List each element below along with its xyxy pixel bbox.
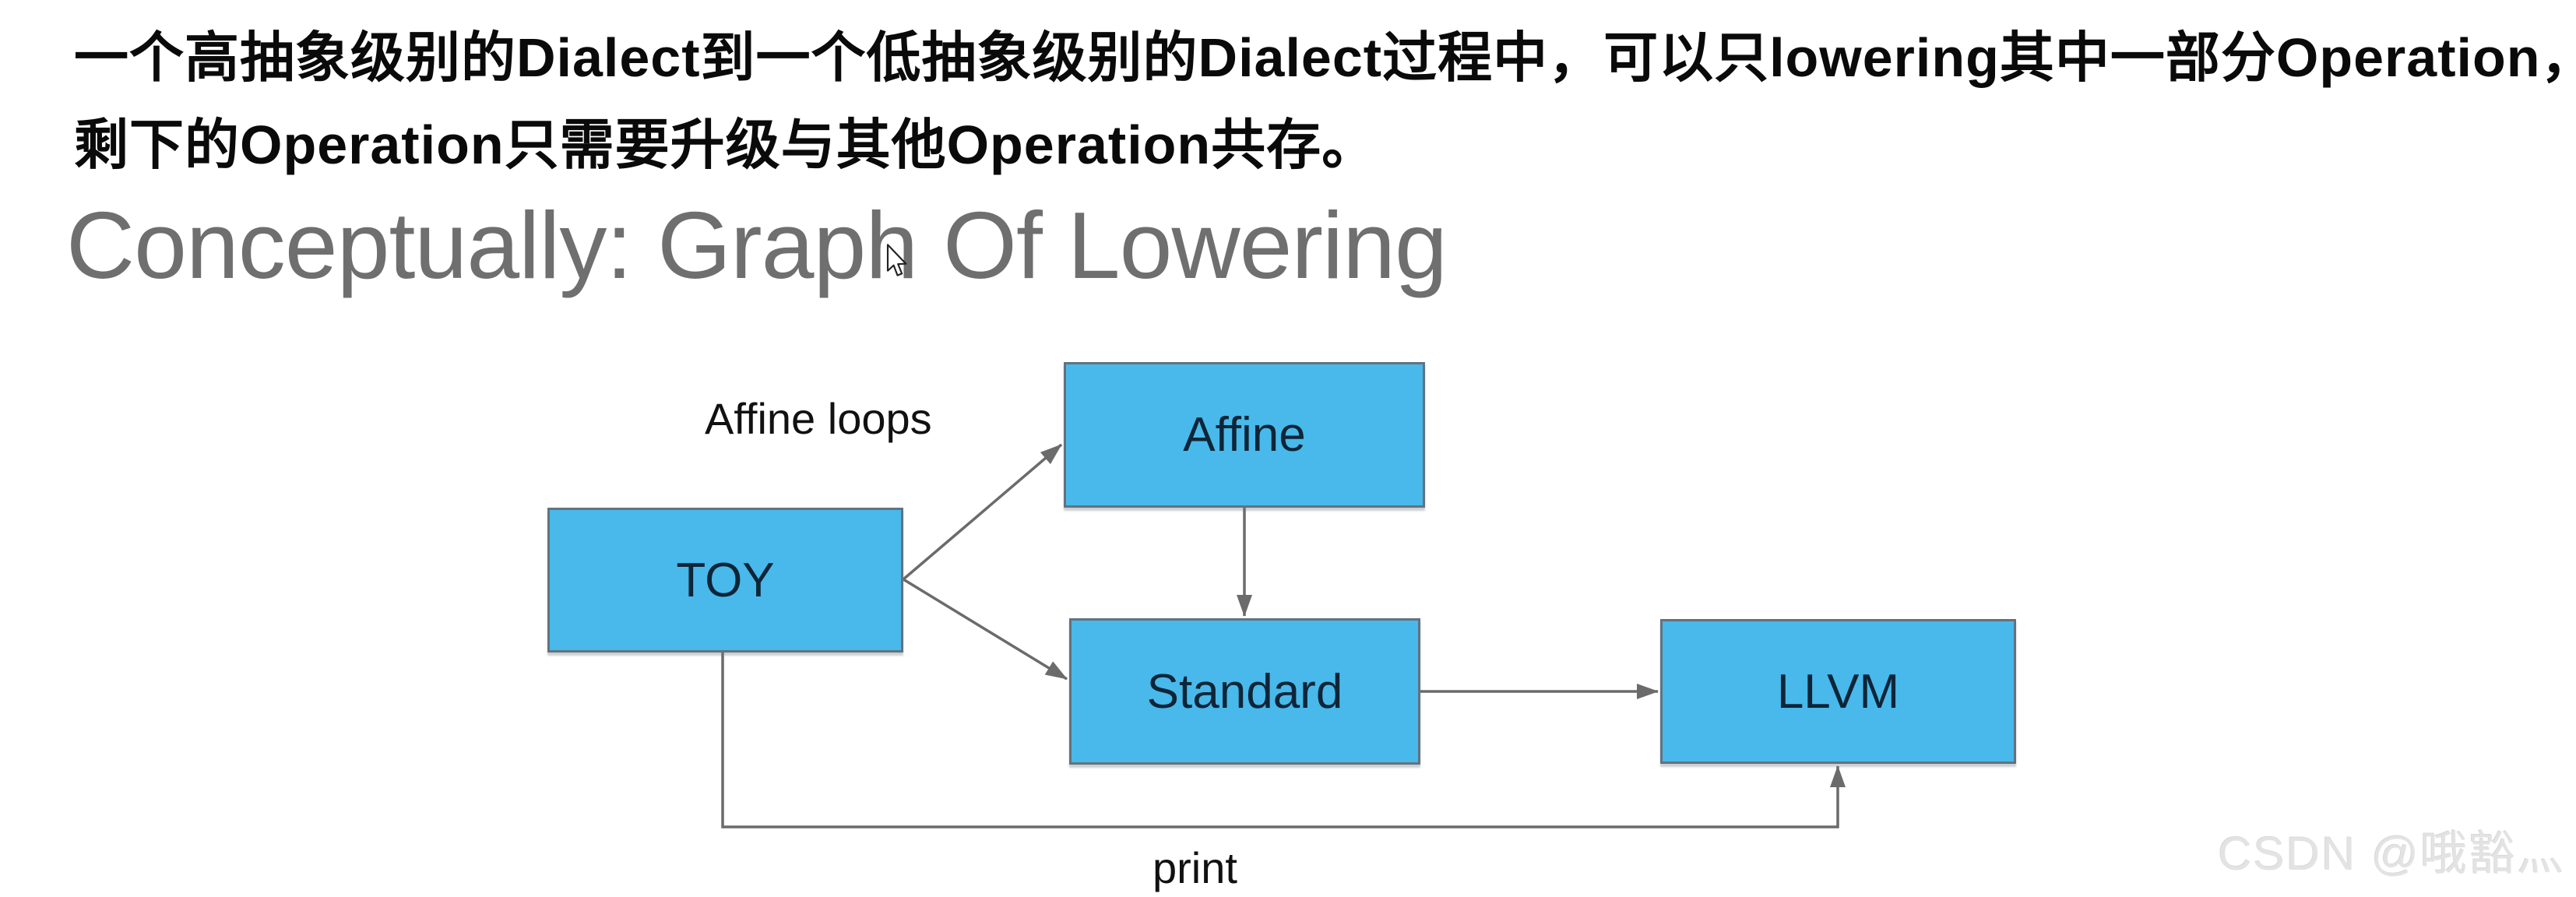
intro-line-1: 一个高抽象级别的Dialect到一个低抽象级别的Dialect过程中，可以只lo… [74,27,2576,88]
intro-line-2: 剩下的Operation只需要升级与其他Operation共存。 [74,114,1378,175]
node-standard: Standard [1069,618,1420,765]
edge-toy-standard [903,578,1068,681]
mouse-cursor-icon [886,244,907,276]
edge-toy-affine [902,443,1063,581]
intro-paragraph: 一个高抽象级别的Dialect到一个低抽象级别的Dialect过程中，可以只lo… [74,14,2576,188]
node-standard-label: Standard [1146,664,1343,719]
node-toy: TOY [547,508,903,653]
node-affine-label: Affine [1183,408,1306,462]
edge-label-print: print [1153,843,1237,892]
page-title: Conceptually: Graph Of Lowering [66,192,1448,298]
node-llvm-label: LLVM [1776,664,1900,719]
node-toy-label: TOY [676,553,775,607]
node-llvm: LLVM [1660,619,2016,764]
edge-label-affine-loops: Affine loops [705,394,932,443]
node-affine: Affine [1064,362,1425,508]
csdn-watermark: CSDN @哦豁灬 [2218,828,2565,880]
